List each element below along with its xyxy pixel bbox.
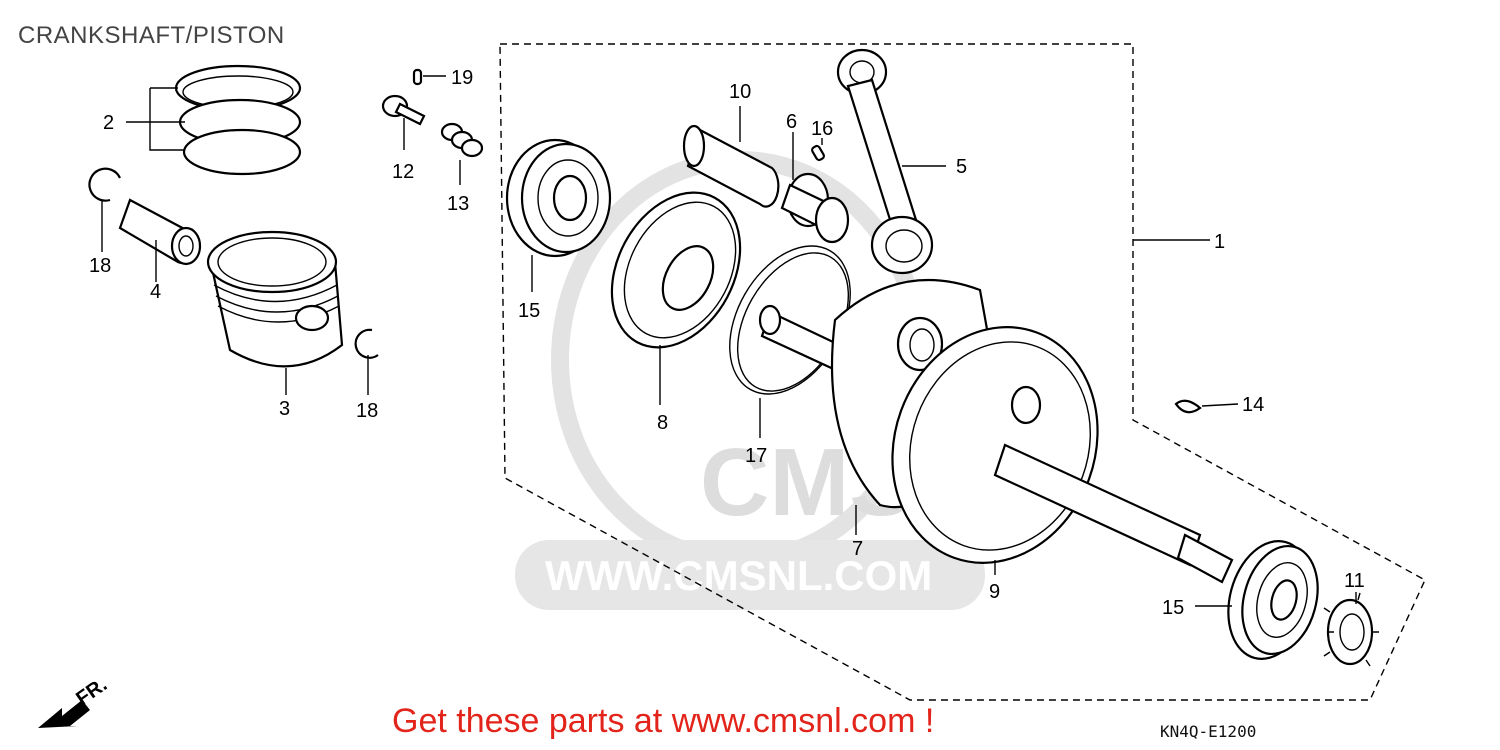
callout-5: 5 [956, 156, 967, 178]
callout-10: 10 [729, 81, 751, 103]
crankshaft [758, 278, 1234, 584]
front-indicator: FR. [38, 674, 111, 728]
cta-link[interactable]: Get these parts at www.cmsnl.com ! [392, 702, 935, 740]
callout-14: 14 [1242, 394, 1264, 416]
ball-bearing-left [505, 138, 612, 292]
callout-15-left: 15 [518, 300, 540, 322]
timing-sprocket [1323, 592, 1379, 667]
watermark: CMS WWW.CMSNL.COM [515, 151, 985, 610]
ball-bearing-right [1195, 540, 1319, 660]
callout-15-right: 15 [1162, 597, 1184, 619]
piston [206, 230, 344, 395]
circlip-right [354, 328, 379, 395]
callout-13: 13 [447, 193, 469, 215]
woodruff-key [1174, 399, 1239, 414]
callout-18-left: 18 [89, 255, 111, 277]
callout-11: 11 [1344, 570, 1365, 592]
callout-16: 16 [811, 118, 833, 140]
oil-seal [610, 191, 742, 405]
pin [412, 68, 446, 86]
dowel-pin [811, 138, 825, 162]
watermark-url-text: WWW.CMSNL.COM [545, 552, 932, 599]
piston-rings [126, 64, 302, 176]
callout-2: 2 [103, 112, 114, 134]
callout-19: 19 [451, 67, 473, 89]
callout-labels: 1 2 3 4 5 6 7 8 9 10 11 12 13 14 15 15 1… [89, 67, 1365, 619]
circlip-left [88, 167, 121, 252]
callout-3: 3 [279, 398, 290, 420]
callout-7: 7 [852, 538, 863, 560]
callout-9: 9 [989, 581, 1000, 603]
crankshaft-assembly-outline [499, 43, 1426, 701]
needle-bearing [780, 132, 850, 244]
callout-4: 4 [150, 281, 161, 303]
drawing-code: KN4Q-E1200 [1160, 722, 1257, 741]
bolt [381, 94, 426, 150]
callout-17: 17 [745, 445, 767, 467]
callout-6: 6 [786, 111, 797, 133]
callout-18-right: 18 [356, 400, 378, 422]
callout-12: 12 [392, 161, 414, 183]
connecting-rod [836, 48, 946, 275]
spring [440, 122, 484, 185]
callout-1: 1 [1214, 231, 1225, 253]
page-title: CRANKSHAFT/PISTON [18, 22, 285, 49]
callout-8: 8 [657, 412, 668, 434]
piston-pin [118, 198, 202, 282]
piston-pin-bush [682, 106, 780, 208]
